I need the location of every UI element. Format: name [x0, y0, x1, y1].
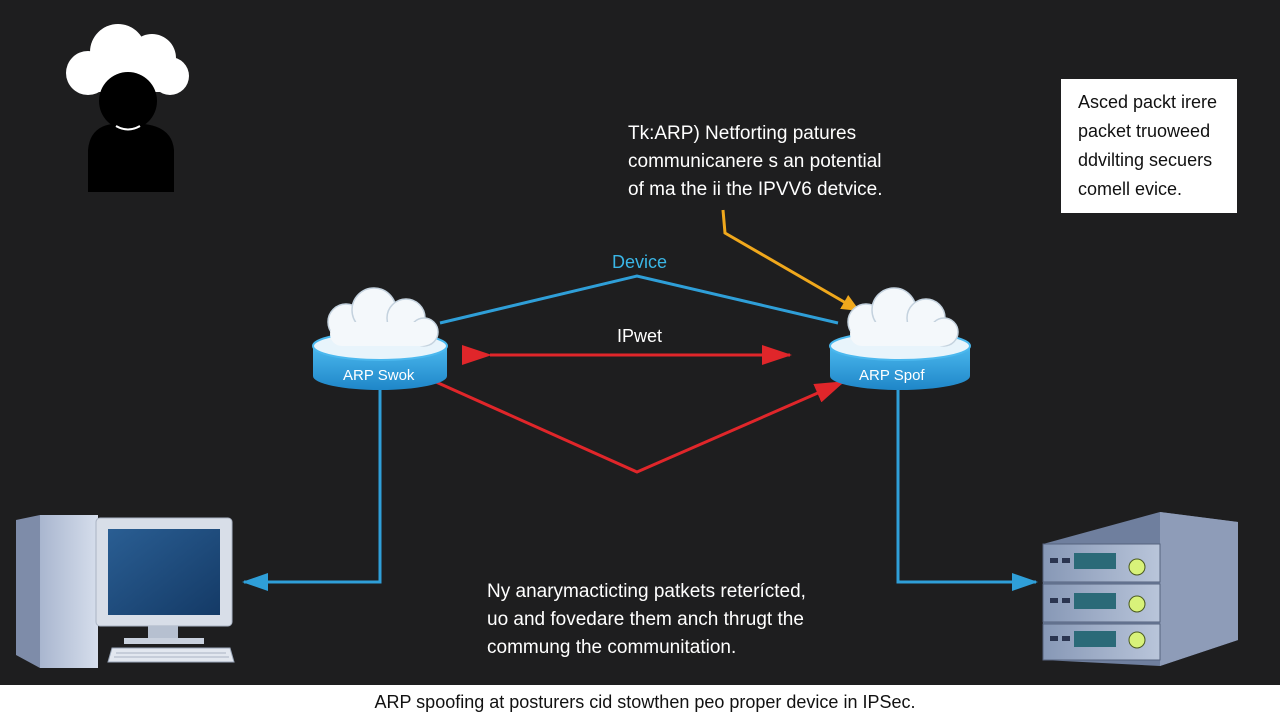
left-endpoint-link — [242, 390, 382, 591]
annotation-arrow — [721, 209, 860, 312]
note-line: ddvilting secuers — [1078, 150, 1213, 170]
server-rack-icon — [1042, 512, 1238, 666]
spoof-path-arrow — [406, 361, 845, 474]
attacker-person-icon — [66, 24, 189, 192]
cloud-router-icon — [312, 287, 448, 390]
diagram-stage: Tk:ARP) Netforting patures communicanere… — [16, 24, 1238, 668]
caption-line: Tk:ARP) Netforting patures — [628, 123, 857, 144]
footer-caption: ARP spoofing at posturers cid stowthen p… — [0, 685, 1280, 720]
desktop-computer-icon — [16, 515, 235, 668]
cloud-router-icon — [829, 287, 971, 390]
caption-line: communicanere s an potential — [628, 151, 882, 172]
right-endpoint-link — [896, 390, 1038, 591]
device-label: Device — [612, 252, 668, 272]
top-caption: Tk:ARP) Netforting patures communicanere… — [628, 120, 883, 204]
diagram-canvas — [16, 24, 1238, 668]
right-node-label: ARP Spof — [859, 367, 925, 384]
caption-line: of ma the ii the IPVV6 detvice. — [628, 179, 883, 200]
caption-line: commung the communitation. — [487, 637, 737, 658]
note-line: packet truoweed — [1078, 121, 1211, 141]
device-link-line — [439, 274, 839, 325]
bottom-caption: Ny anarymacticting patkets reterícted, u… — [487, 578, 806, 662]
note-line: Asced packt irere — [1078, 92, 1218, 112]
note-line: comell evice. — [1078, 179, 1183, 199]
note-box: Asced packt irere packet truoweed ddvilt… — [1061, 79, 1237, 213]
caption-line: Ny anarymacticting patkets reterícted, — [487, 581, 806, 602]
ipwet-label: IPwet — [617, 326, 663, 346]
left-node-label: ARP Swok — [343, 367, 415, 384]
caption-line: uo and fovedare them anch thrugt the — [487, 609, 804, 630]
